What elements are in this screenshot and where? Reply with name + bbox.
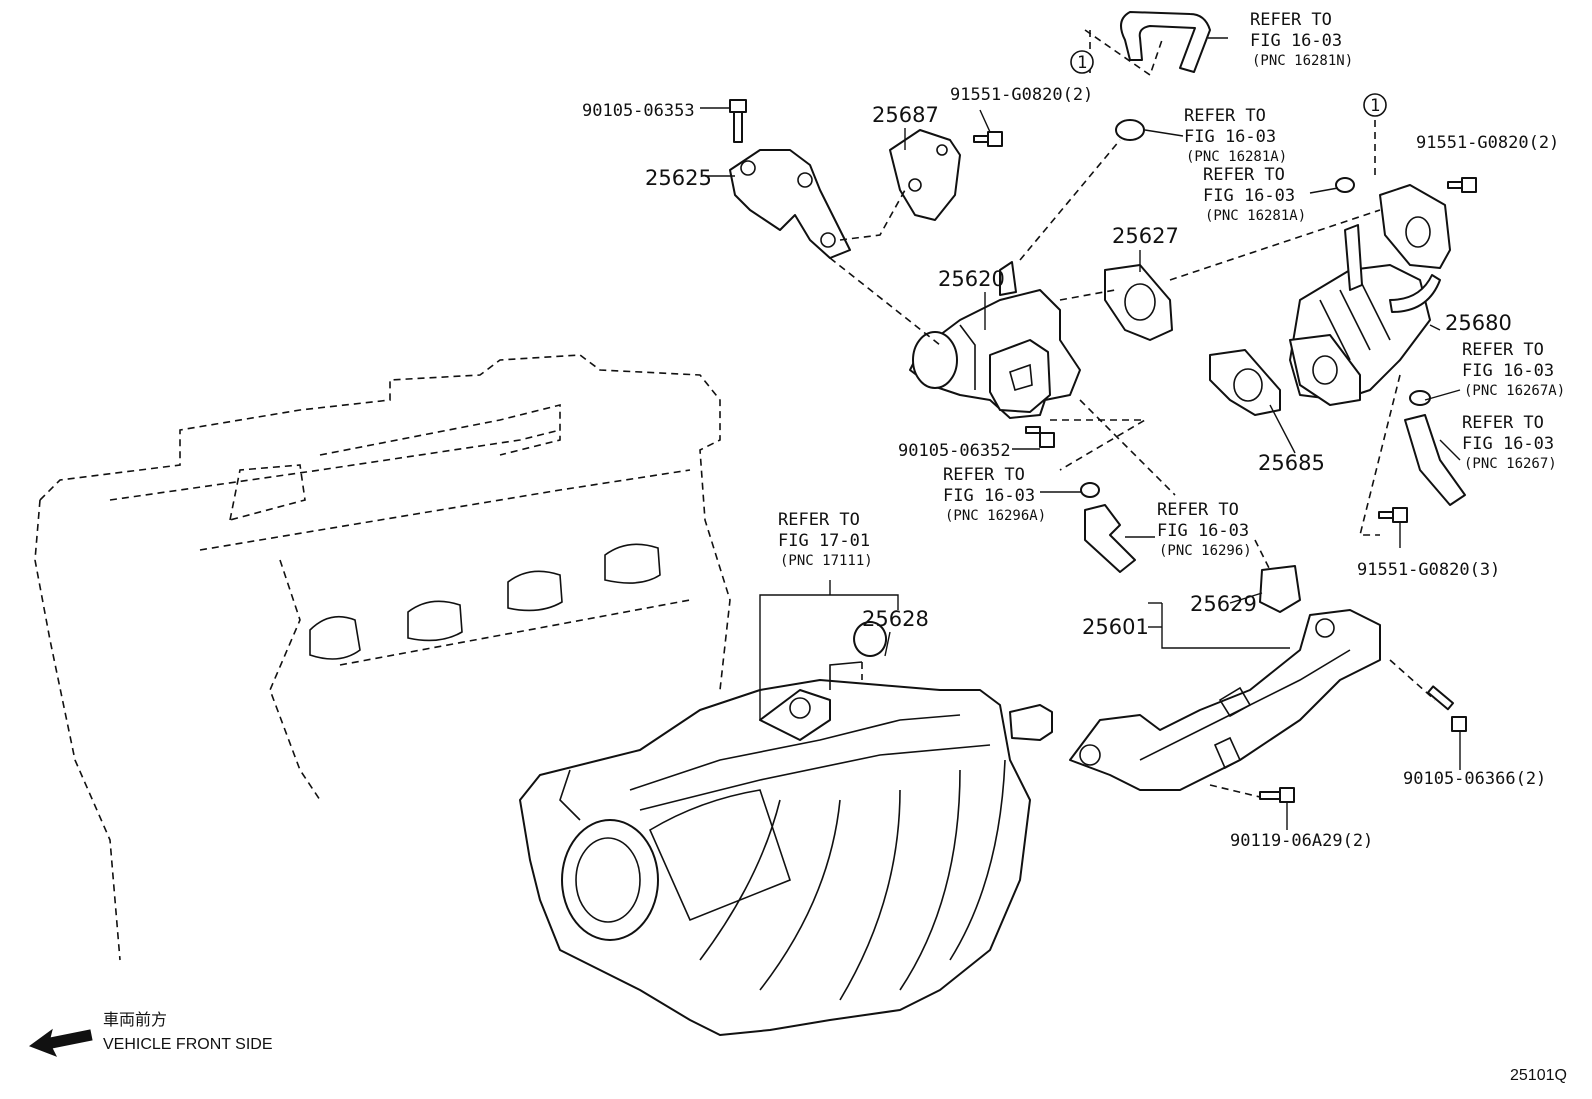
callout-25628: 25628: [862, 607, 929, 631]
svg-text:FIG 16-03: FIG 16-03: [1203, 186, 1295, 206]
hose-16267: [1404, 414, 1466, 506]
svg-text:(PNC 16281A): (PNC 16281A): [1186, 149, 1287, 165]
callout-91551-g0820-3: 91551-G0820(3): [1357, 560, 1500, 580]
egr-valve: [909, 261, 1081, 419]
ref-16267: REFER TO FIG 16-03 (PNC 16267): [1462, 413, 1557, 472]
leader-lines: [700, 37, 1461, 830]
ref-16281N: REFER TO FIG 16-03 (PNC 16281N): [1250, 10, 1353, 69]
callout-90105-06353: 90105-06353: [582, 101, 695, 121]
hose-16296: [1084, 504, 1136, 573]
callout-90105-06352: 90105-06352: [898, 441, 1011, 461]
hose-16281N: [1120, 11, 1211, 73]
gasket-25629: [1259, 565, 1301, 613]
callout-91551-g0820-2b: 91551-G0820(2): [1416, 133, 1559, 153]
svg-text:REFER TO: REFER TO: [1203, 165, 1285, 185]
svg-text:FIG 16-03: FIG 16-03: [1462, 361, 1554, 381]
callout-25629: 25629: [1190, 592, 1257, 616]
callout-25687: 25687: [872, 103, 939, 127]
intake-manifold: [519, 661, 1053, 1036]
ref-16296: REFER TO FIG 16-03 (PNC 16296): [1157, 500, 1252, 559]
front-side-en: VEHICLE FRONT SIDE: [103, 1036, 273, 1053]
svg-text:(PNC 16267): (PNC 16267): [1464, 456, 1557, 472]
svg-text:(PNC 16281N): (PNC 16281N): [1252, 53, 1353, 69]
bolts: [729, 99, 1477, 803]
gasket-25627: [1104, 264, 1173, 341]
bracket-25625: [729, 149, 851, 259]
circle-marker-1b: [1363, 93, 1387, 117]
svg-text:REFER TO: REFER TO: [1462, 413, 1544, 433]
svg-text:FIG 16-03: FIG 16-03: [1184, 127, 1276, 147]
callout-25627: 25627: [1112, 224, 1179, 248]
egr-cooler: [1289, 184, 1451, 406]
gasket-25685: [1209, 349, 1281, 416]
svg-text:(PNC 16296A): (PNC 16296A): [945, 508, 1046, 524]
ref-17111: REFER TO FIG 17-01 (PNC 17111): [778, 510, 873, 569]
circle-marker-1a-label: 1: [1077, 53, 1087, 73]
callout-25601: 25601: [1082, 615, 1149, 639]
svg-text:(PNC 16267A): (PNC 16267A): [1464, 383, 1565, 399]
svg-text:REFER TO: REFER TO: [1157, 500, 1239, 520]
svg-text:REFER TO: REFER TO: [1462, 340, 1544, 360]
callout-25685: 25685: [1258, 451, 1325, 475]
ref-16281A-a: REFER TO FIG 16-03 (PNC 16281A): [1184, 106, 1287, 165]
callout-25680: 25680: [1445, 311, 1512, 335]
svg-text:FIG 16-03: FIG 16-03: [1462, 434, 1554, 454]
front-arrow-icon: [28, 1028, 93, 1057]
callout-25625: 25625: [645, 166, 712, 190]
gasket-25628: [853, 621, 888, 657]
vehicle-front-side: 車両前方 VEHICLE FRONT SIDE: [28, 1011, 273, 1057]
callout-90105-06366-2: 90105-06366(2): [1403, 769, 1546, 789]
svg-text:REFER TO: REFER TO: [1250, 10, 1332, 30]
svg-text:FIG 17-01: FIG 17-01: [778, 531, 870, 551]
svg-text:(PNC 16281A): (PNC 16281A): [1205, 208, 1306, 224]
bracket-25687: [889, 129, 961, 221]
svg-text:REFER TO: REFER TO: [1184, 106, 1266, 126]
callout-25620: 25620: [938, 267, 1005, 291]
svg-text:REFER TO: REFER TO: [943, 465, 1025, 485]
ref-16296A: REFER TO FIG 16-03 (PNC 16296A): [943, 465, 1046, 524]
egr-pipe: [1069, 609, 1381, 791]
ref-16281A-b: REFER TO FIG 16-03 (PNC 16281A): [1203, 165, 1306, 224]
circle-marker-1b-label: 1: [1370, 96, 1380, 116]
svg-text:(PNC 17111): (PNC 17111): [780, 553, 873, 569]
svg-text:(PNC 16296): (PNC 16296): [1159, 543, 1252, 559]
engine-block-outline: [34, 354, 731, 961]
svg-text:FIG 16-03: FIG 16-03: [1250, 31, 1342, 51]
svg-text:FIG 16-03: FIG 16-03: [1157, 521, 1249, 541]
callout-90119-06a29-2: 90119-06A29(2): [1230, 831, 1373, 851]
callout-91551-g0820-2a: 91551-G0820(2): [950, 85, 1093, 105]
ref-16267A: REFER TO FIG 16-03 (PNC 16267A): [1462, 340, 1565, 399]
svg-text:REFER TO: REFER TO: [778, 510, 860, 530]
figure-code: 25101Q: [1510, 1067, 1567, 1084]
circle-marker-1a: [1070, 50, 1094, 74]
front-side-jp: 車両前方: [103, 1011, 167, 1029]
svg-text:FIG 16-03: FIG 16-03: [943, 486, 1035, 506]
